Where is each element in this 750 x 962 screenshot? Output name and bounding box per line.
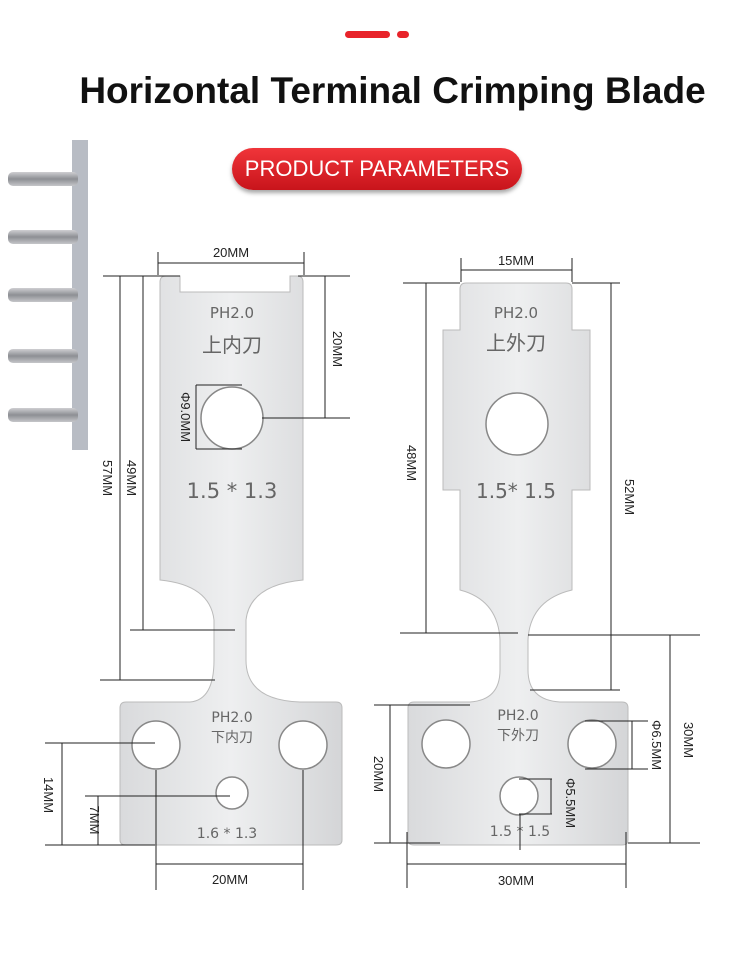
right-dimensions: 15MM 48MM 52MM 30MM Φ6.5MM Φ5.5MM 20MM 3… [371, 253, 700, 888]
dimension-label: 20MM [212, 872, 248, 887]
dimension-label: 14MM [41, 777, 56, 813]
right-lower-name: 下外刀 [497, 728, 539, 744]
left-upper-name: 上内刀 [202, 333, 262, 357]
right-lower-model: PH2.0 [497, 708, 538, 724]
page-title: Horizontal Terminal Crimping Blade [79, 70, 706, 111]
left-blade: PH2.0 上内刀 1.5 * 1.3 PH2.0 下内刀 1.6 * 1.3 [119, 275, 343, 846]
dimension-label: 15MM [498, 253, 534, 268]
left-upper-size: 1.5 * 1.3 [187, 479, 278, 503]
right-upper-model: PH2.0 [494, 304, 538, 322]
dimension-label: 49MM [124, 460, 139, 496]
dimension-label: 20MM [330, 331, 345, 367]
dimension-label: Φ5.5MM [563, 778, 578, 828]
dimension-label: 20MM [371, 756, 386, 792]
dimension-label: 30MM [681, 722, 696, 758]
left-lower-model: PH2.0 [211, 710, 252, 726]
right-upper-name: 上外刀 [486, 331, 546, 355]
dimension-label: 57MM [100, 460, 115, 496]
dimension-label: 20MM [213, 245, 249, 260]
left-dimensions: 20MM 20MM Φ9.0MM 49MM 57MM 14MM 7MM 20MM [41, 245, 350, 890]
dimension-label: 48MM [404, 445, 419, 481]
left-lower-name: 下内刀 [211, 730, 253, 746]
decor-dash [345, 31, 390, 38]
terminal-strip-image [8, 140, 88, 450]
dimension-label: Φ6.5MM [649, 720, 664, 770]
dimension-label: 52MM [622, 479, 637, 515]
dimension-label: 7MM [87, 806, 102, 835]
left-upper-model: PH2.0 [210, 304, 254, 322]
product-parameters-badge: PRODUCT PARAMETERS [232, 148, 522, 190]
dimension-label: Φ9.0MM [178, 392, 193, 442]
dimension-label: 30MM [498, 873, 534, 888]
right-upper-size: 1.5* 1.5 [476, 479, 556, 503]
decor-dot [397, 31, 409, 38]
right-blade: PH2.0 上外刀 1.5* 1.5 PH2.0 下外刀 1.5 * 1.5 [407, 282, 629, 846]
left-lower-size: 1.6 * 1.3 [197, 826, 257, 842]
